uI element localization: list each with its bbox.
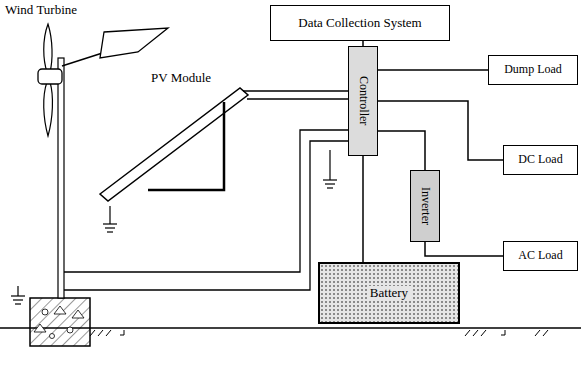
wire-connector <box>378 131 425 170</box>
node-label: Data Collection System <box>298 16 421 30</box>
node-label: DC Load <box>518 153 562 166</box>
node-label: Battery <box>367 286 411 300</box>
controller-box: Controller <box>348 46 378 156</box>
wire-line <box>362 156 364 262</box>
wire-line <box>378 69 488 71</box>
wire-line <box>425 242 503 256</box>
part-name: PV Module <box>150 70 212 86</box>
load-box: AC Load <box>503 241 578 271</box>
wire-line <box>378 131 425 170</box>
node-label: Dump Load <box>504 63 562 76</box>
wire-connector <box>425 242 503 256</box>
inverter-box: Inverter <box>410 170 440 242</box>
wire-connector <box>363 156 364 262</box>
node-label: AC Load <box>518 249 562 262</box>
node-label: Controller <box>356 76 369 125</box>
load-box: Dump Load <box>488 55 578 85</box>
battery-box: Battery <box>318 262 460 324</box>
part-name: Wind Turbine <box>4 2 78 18</box>
system-box: Data Collection System <box>270 5 450 41</box>
wire-connector <box>378 70 488 71</box>
node-label: Inverter <box>418 187 431 225</box>
load-box: DC Load <box>503 145 578 175</box>
